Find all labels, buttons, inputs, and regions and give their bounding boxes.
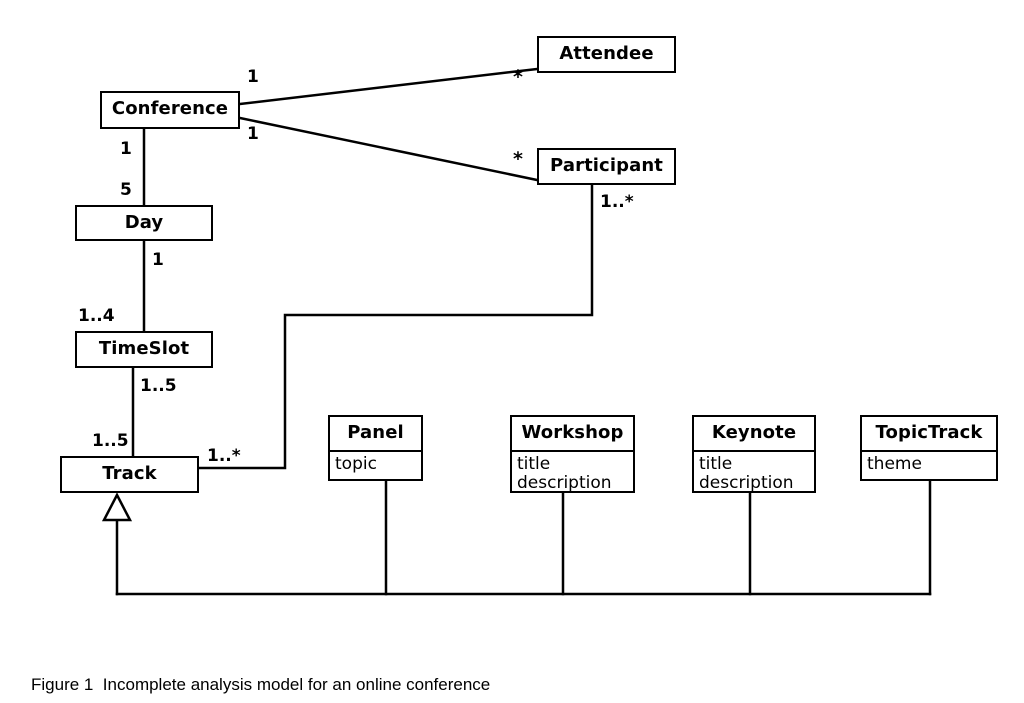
class-day-name: Day [124,212,164,233]
class-participant[interactable]: Participant [537,148,676,185]
multiplicity-conference-attendee-target: * [513,66,523,88]
class-timeslot-name: TimeSlot [98,338,190,359]
class-workshop-attributes: title description [512,452,633,497]
figure-caption: Figure 1 Incomplete analysis model for a… [31,675,491,694]
class-workshop-name: Workshop [512,417,633,452]
attribute: title [699,454,733,474]
class-panel[interactable]: Panel topic [328,415,423,481]
class-topictrack-name: TopicTrack [862,417,996,452]
multiplicity-timeslot-track-source: 1..5 [140,376,177,396]
multiplicity-day-timeslot-source: 1 [152,250,164,270]
class-keynote-name: Keynote [694,417,814,452]
class-panel-attributes: topic [330,452,421,479]
class-day[interactable]: Day [75,205,213,241]
class-track[interactable]: Track [60,456,199,493]
attribute: title [517,454,551,474]
generalization-triangle [101,492,133,522]
multiplicity-conference-attendee-source: 1 [247,67,259,87]
multiplicity-conference-participant-source: 1 [247,124,259,144]
multiplicity-conference-participant-target: * [513,148,523,170]
class-track-name: Track [102,463,157,484]
multiplicity-conference-day-target: 5 [120,180,132,200]
class-attendee[interactable]: Attendee [537,36,676,73]
multiplicity-day-timeslot-target: 1..4 [78,306,115,326]
class-conference[interactable]: Conference [100,91,240,129]
class-keynote-attributes: title description [694,452,814,497]
edge-conference-attendee [238,67,539,106]
attribute: description [699,473,794,494]
multiplicity-timeslot-track-target: 1..5 [92,431,129,451]
class-conference-name: Conference [111,98,229,119]
class-keynote[interactable]: Keynote title description [692,415,816,493]
attribute: topic [335,454,377,474]
class-topictrack-attributes: theme [862,452,996,479]
class-workshop[interactable]: Workshop title description [510,415,635,493]
class-attendee-name: Attendee [559,43,654,64]
multiplicity-participant-track-source: 1..* [600,192,634,212]
class-timeslot[interactable]: TimeSlot [75,331,213,368]
multiplicity-conference-day-source: 1 [120,139,132,159]
class-topictrack[interactable]: TopicTrack theme [860,415,998,481]
attribute: description [517,473,612,494]
class-participant-name: Participant [550,155,663,176]
class-panel-name: Panel [330,417,421,452]
attribute: theme [867,454,922,474]
multiplicity-participant-track-target: 1..* [207,446,241,466]
edge-conference-participant [238,116,539,182]
